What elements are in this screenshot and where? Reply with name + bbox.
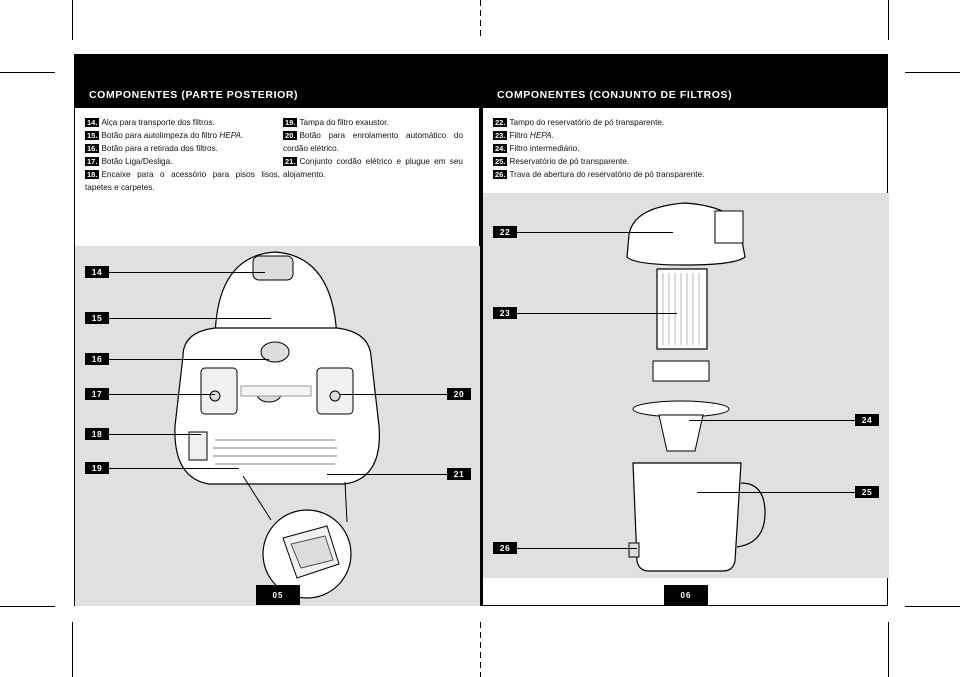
list-item: 16.Botão para a retirada dos filtros. bbox=[85, 144, 218, 153]
list-item: 26.Trava de abertura do reservatório de … bbox=[493, 170, 705, 179]
leader-line bbox=[517, 548, 637, 549]
crop-mark bbox=[72, 622, 73, 677]
right-page: COMPONENTES (CONJUNTO DE FILTROS) 22.Tam… bbox=[482, 72, 889, 606]
leader-line bbox=[517, 313, 677, 314]
list-item: 14.Alça para transporte dos filtros. bbox=[85, 118, 215, 127]
callout-14: 14 bbox=[85, 266, 109, 278]
leader-line bbox=[109, 359, 269, 360]
leader-line bbox=[109, 434, 201, 435]
list-item: 20.Botão para enrolamento automático do … bbox=[283, 131, 463, 153]
callout-22: 22 bbox=[493, 226, 517, 238]
callout-26: 26 bbox=[493, 542, 517, 554]
callout-24: 24 bbox=[855, 414, 879, 426]
fold-mark bbox=[480, 0, 481, 40]
callout-17: 17 bbox=[85, 388, 109, 400]
list-item: 21.Conjunto cordão elétrico e plugue em … bbox=[283, 157, 463, 179]
leader-line bbox=[327, 474, 447, 475]
crop-mark bbox=[888, 622, 889, 677]
right-page-header: COMPONENTES (CONJUNTO DE FILTROS) bbox=[483, 72, 887, 108]
leader-line bbox=[689, 420, 855, 421]
leader-line bbox=[517, 232, 673, 233]
top-bar bbox=[74, 54, 888, 72]
list-item: 19.Tampa do filtro exaustor. bbox=[283, 118, 389, 127]
vacuum-illustration-area bbox=[75, 246, 481, 606]
right-items: 22.Tampo do reservatório de pó transpare… bbox=[493, 116, 873, 181]
callout-20: 20 bbox=[447, 388, 471, 400]
list-item: 23.Filtro HEPA. bbox=[493, 131, 554, 140]
callout-18: 18 bbox=[85, 428, 109, 440]
list-item: 25.Reservatório de pó transparente. bbox=[493, 157, 630, 166]
filter-illustration-area bbox=[483, 193, 889, 578]
crop-mark bbox=[0, 606, 55, 607]
callout-23: 23 bbox=[493, 307, 517, 319]
list-item: 22.Tampo do reservatório de pó transpare… bbox=[493, 118, 665, 127]
fold-mark bbox=[480, 622, 481, 677]
leader-line bbox=[109, 468, 239, 469]
page-number: 05 bbox=[256, 585, 300, 605]
callout-15: 15 bbox=[85, 312, 109, 324]
crop-mark bbox=[72, 0, 73, 40]
list-item: 15.Botão para autolimpeza do filtro HEPA… bbox=[85, 131, 244, 140]
leader-line bbox=[109, 272, 265, 273]
callout-21: 21 bbox=[447, 468, 471, 480]
page-number: 06 bbox=[664, 585, 708, 605]
left-items-col2: 19.Tampa do filtro exaustor. 20.Botão pa… bbox=[283, 116, 463, 181]
leader-line bbox=[697, 492, 855, 493]
callout-25: 25 bbox=[855, 486, 879, 498]
left-page-header: COMPONENTES (PARTE POSTERIOR) bbox=[75, 72, 479, 108]
crop-mark bbox=[905, 606, 960, 607]
left-page: COMPONENTES (PARTE POSTERIOR) 14.Alça pa… bbox=[74, 72, 481, 606]
filter-illustration bbox=[483, 193, 889, 578]
list-item: 17.Botão Liga/Desliga. bbox=[85, 157, 173, 166]
left-items-col1: 14.Alça para transporte dos filtros. 15.… bbox=[85, 116, 280, 194]
page-divider bbox=[480, 72, 482, 606]
crop-mark bbox=[905, 72, 960, 73]
callout-16: 16 bbox=[85, 353, 109, 365]
callout-19: 19 bbox=[85, 462, 109, 474]
list-item: 18.Encaixe para o acessório para pisos l… bbox=[85, 170, 280, 192]
leader-line bbox=[109, 318, 271, 319]
crop-mark bbox=[888, 0, 889, 40]
leader-line bbox=[339, 394, 447, 395]
vacuum-illustration bbox=[75, 246, 481, 606]
crop-mark bbox=[0, 72, 55, 73]
leader-line bbox=[109, 394, 215, 395]
list-item: 24.Filtro intermediário. bbox=[493, 144, 580, 153]
